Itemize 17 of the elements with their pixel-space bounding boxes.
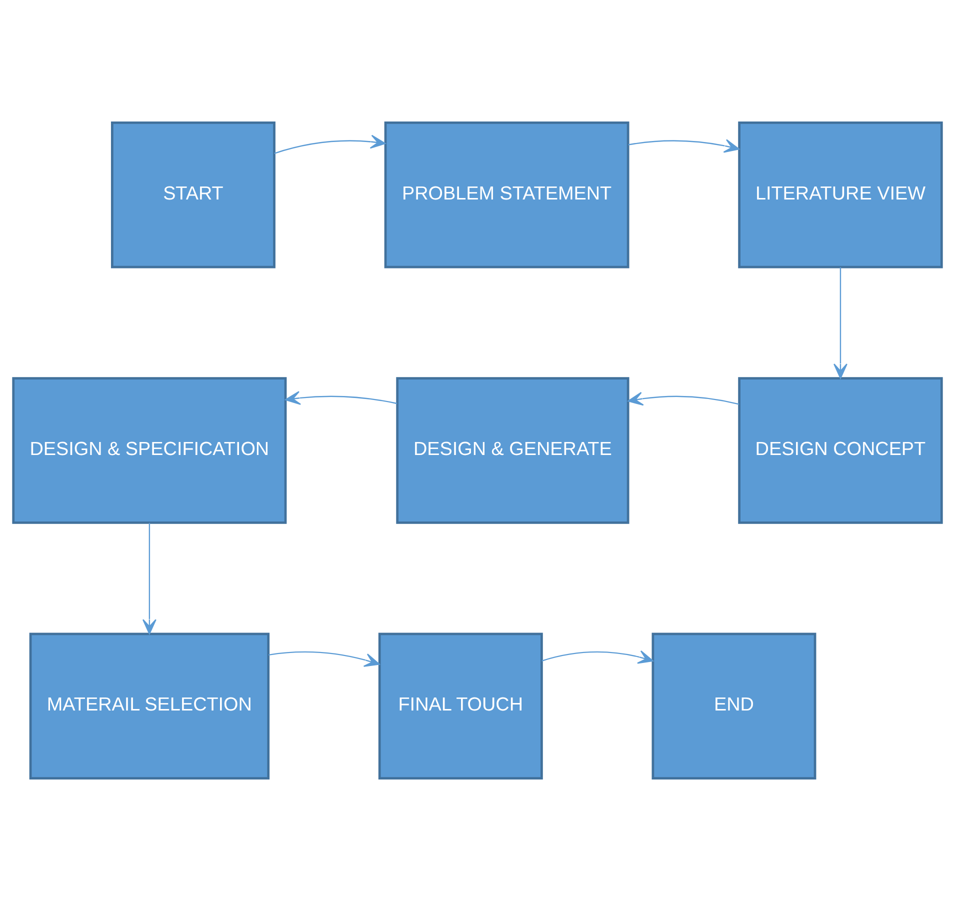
arrow (142, 522, 156, 634)
node-box: LITERATURE VIEW (738, 122, 943, 268)
arrow (628, 392, 740, 406)
node-box: PROBLEM STATEMENT (384, 122, 630, 268)
node-box: START (110, 122, 276, 268)
node-box: END (652, 632, 816, 780)
node-box: MATERAIL SELECTION (29, 632, 270, 780)
arrow (833, 267, 848, 379)
arrow (268, 651, 380, 667)
arrow (274, 134, 386, 154)
node-box: FINAL TOUCH (378, 632, 543, 780)
node-box: DESIGN CONCEPT (738, 377, 943, 524)
node-box: DESIGN & GENERATE (396, 377, 630, 524)
arrow (542, 650, 654, 664)
node-box: DESIGN & SPECIFICATION (12, 377, 287, 524)
arrow (285, 391, 398, 405)
arrow (628, 139, 740, 153)
